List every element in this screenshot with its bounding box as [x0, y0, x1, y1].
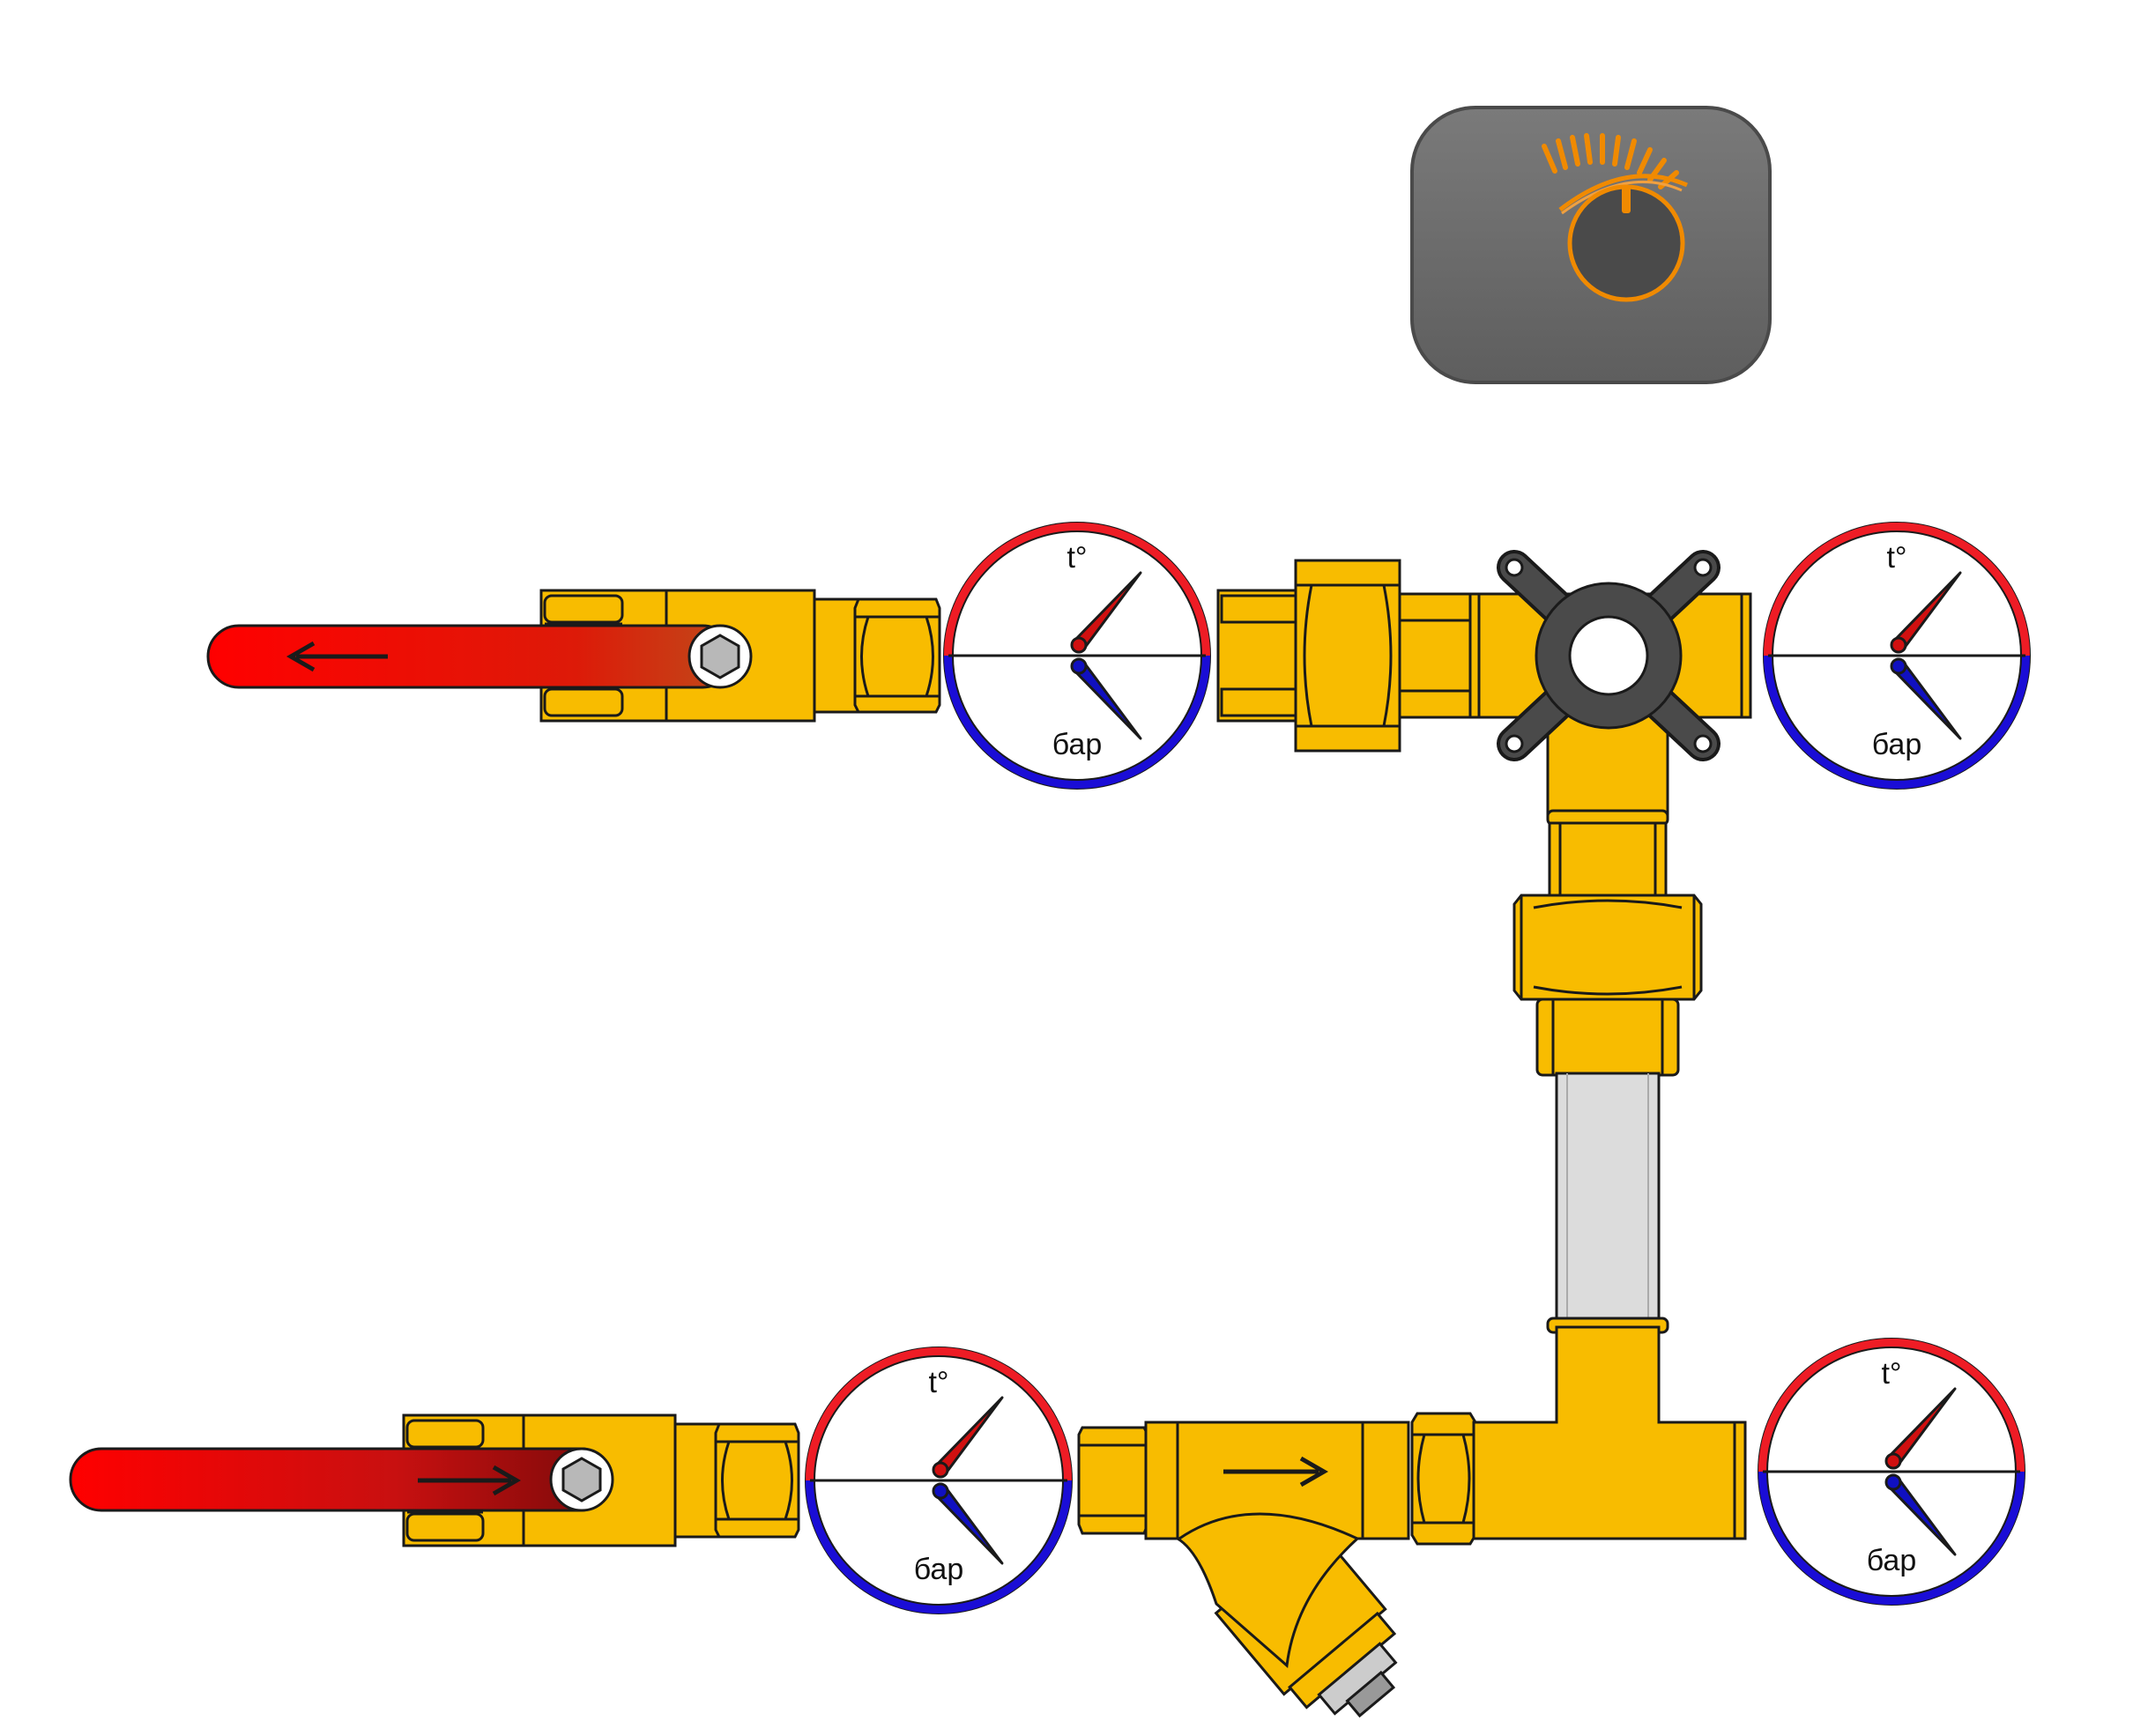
- vertical-riser: [1512, 809, 1703, 1334]
- pressure-label: бар: [1872, 728, 1922, 761]
- pressure-scale: [806, 1480, 1072, 1614]
- supply-union: [1216, 559, 1472, 753]
- gauge-layer: t° бар t° бар t° бар t° бар: [805, 522, 2031, 1614]
- pressure-label: бар: [1867, 1544, 1917, 1577]
- pressure-scale: [1764, 655, 2030, 789]
- thermostat-dial-icon[interactable]: [1542, 133, 1688, 302]
- right-arrow-icon: [418, 1465, 522, 1496]
- y-strainer: [1077, 1421, 1410, 1718]
- return-valve-handle[interactable]: [69, 1447, 613, 1512]
- pressure-label: бар: [1052, 728, 1103, 761]
- supply-nut: [853, 597, 941, 714]
- temperature-scale: [1764, 523, 2030, 657]
- gauge-return-1: t° бар: [805, 1347, 1073, 1614]
- gauge-supply-2: t° бар: [1763, 522, 2031, 790]
- gauge-supply-1: t° бар: [943, 522, 1211, 790]
- temperature-scale: [944, 523, 1210, 657]
- left-arrow-icon: [286, 641, 388, 672]
- valve-crosspiece: [1497, 550, 1721, 761]
- pressure-scale: [944, 655, 1210, 789]
- gauge-return-2: t° бар: [1758, 1338, 2025, 1606]
- supply-ball-valve[interactable]: [206, 589, 860, 723]
- temperature-label: t°: [928, 1366, 948, 1399]
- return-ball-valve[interactable]: [69, 1413, 721, 1547]
- controller-unit: [1410, 106, 1772, 384]
- temperature-scale: [806, 1347, 1072, 1481]
- return-tee: [1472, 1325, 1747, 1540]
- temperature-label: t°: [1881, 1357, 1901, 1391]
- temperature-label: t°: [1886, 541, 1906, 575]
- right-arrow-icon: [1223, 1456, 1329, 1487]
- pressure-scale: [1758, 1471, 2025, 1605]
- temperature-label: t°: [1066, 541, 1087, 575]
- strainer-nut: [1410, 1412, 1477, 1546]
- mixing-valve[interactable]: [1468, 550, 1752, 816]
- return-nut: [714, 1422, 800, 1539]
- temperature-scale: [1758, 1339, 2025, 1473]
- pressure-label: бар: [914, 1553, 964, 1586]
